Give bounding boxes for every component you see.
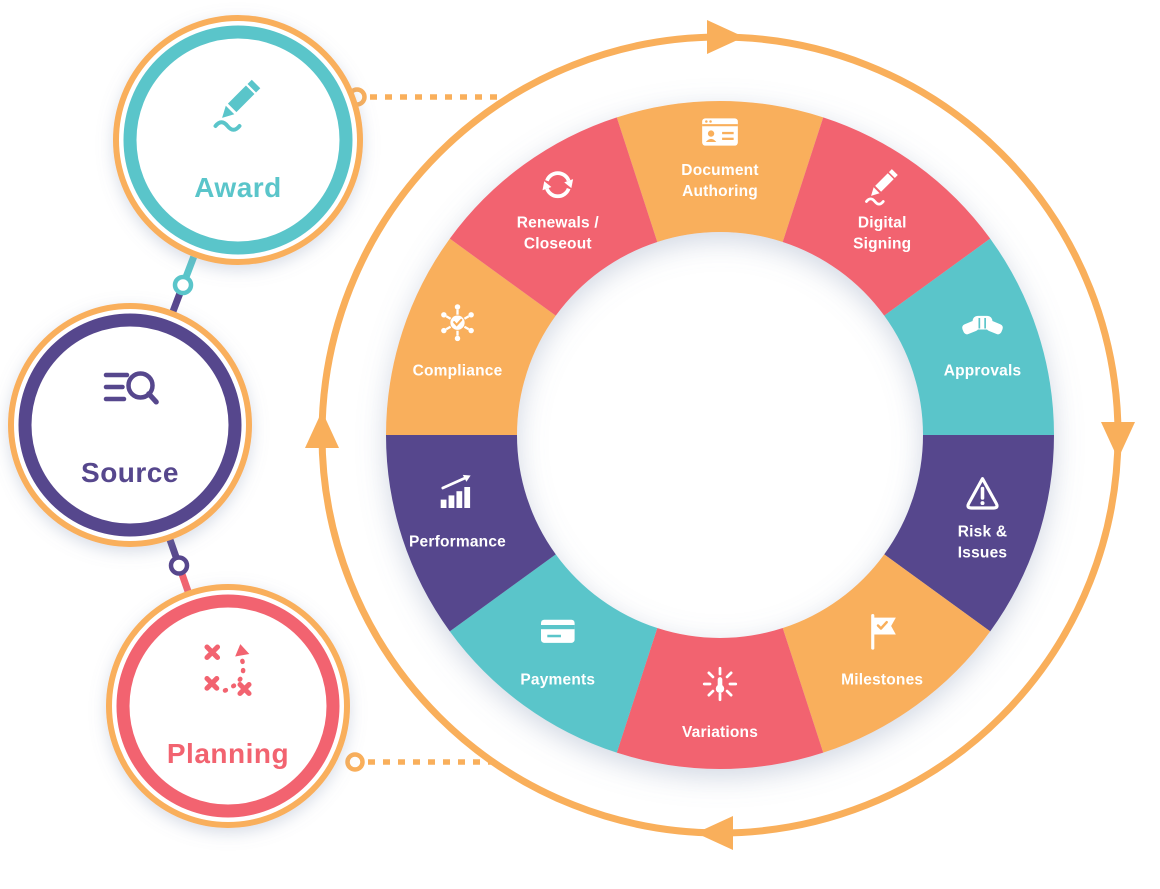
wheel-segment-risk-issues (884, 435, 1054, 632)
stage-circle-award: Award (113, 15, 363, 265)
wheel-segment-milestones (782, 554, 991, 753)
lifecycle-wheel: DocumentAuthoringDigitalSigningApprovals… (305, 20, 1135, 850)
chain-dot-icon (168, 555, 190, 576)
wheel-segment-label: Document (681, 162, 758, 179)
wheel-segment-label: Milestones (841, 671, 923, 688)
search-icon (103, 371, 159, 405)
wheel-segment-label: Authoring (682, 183, 758, 200)
warning-icon (966, 477, 999, 510)
document-icon (702, 118, 738, 146)
wheel-segment-label: Renewals / (517, 215, 600, 232)
flag-icon (871, 613, 896, 650)
handshake-icon (962, 315, 1003, 335)
wheel-segment-label: Digital (858, 215, 907, 232)
gesture-icon (702, 666, 738, 702)
flow-arrow-right-icon (1101, 422, 1135, 459)
wheel-segment-label: Compliance (413, 363, 503, 380)
wheel-segment-label: Signing (853, 236, 911, 253)
strategy-icon (204, 644, 252, 697)
wheel-segment-label: Closeout (524, 236, 592, 253)
wheel-segment-label: Approvals (944, 363, 1022, 380)
chain-dot-icon (172, 274, 194, 296)
wheel-segment-document-authoring (616, 101, 824, 242)
wheel-segment-digital-signing (782, 117, 991, 316)
wheel-segment-payments (449, 554, 658, 753)
network-icon (441, 304, 474, 342)
stage-label: Planning (167, 738, 289, 769)
wheel-segment-label: Variations (682, 724, 758, 741)
wheel-segment-label: Risk & (958, 523, 1007, 540)
wheel-segment-label: Issues (958, 544, 1007, 561)
pencil-icon (213, 79, 261, 132)
wheel-segment-label: Payments (520, 671, 595, 688)
wheel-segment-renewals-closeout (449, 117, 658, 316)
connector-dotted-award (347, 87, 497, 107)
pencil-icon (865, 169, 898, 206)
wheel-segment-performance (386, 435, 556, 632)
flow-arrow-bottom-icon (696, 816, 733, 850)
stage-label: Source (81, 457, 179, 488)
card-icon (541, 619, 575, 643)
wheel-segment-label: Performance (409, 533, 506, 550)
flow-arrow-top-icon (707, 20, 744, 54)
flow-arrow-left-icon (305, 411, 339, 448)
chart-icon (440, 474, 471, 508)
connector-dotted-planning (345, 752, 497, 772)
stage-circle-source: Source (8, 303, 252, 547)
wheel-segment-approvals (884, 238, 1054, 435)
connector-dot-icon (345, 752, 365, 772)
refresh-icon (542, 171, 574, 199)
wheel-donut (386, 101, 1054, 769)
stage-label: Award (194, 172, 282, 203)
stage-circle-planning: Planning (106, 584, 350, 828)
wheel-segment-compliance (386, 238, 556, 435)
